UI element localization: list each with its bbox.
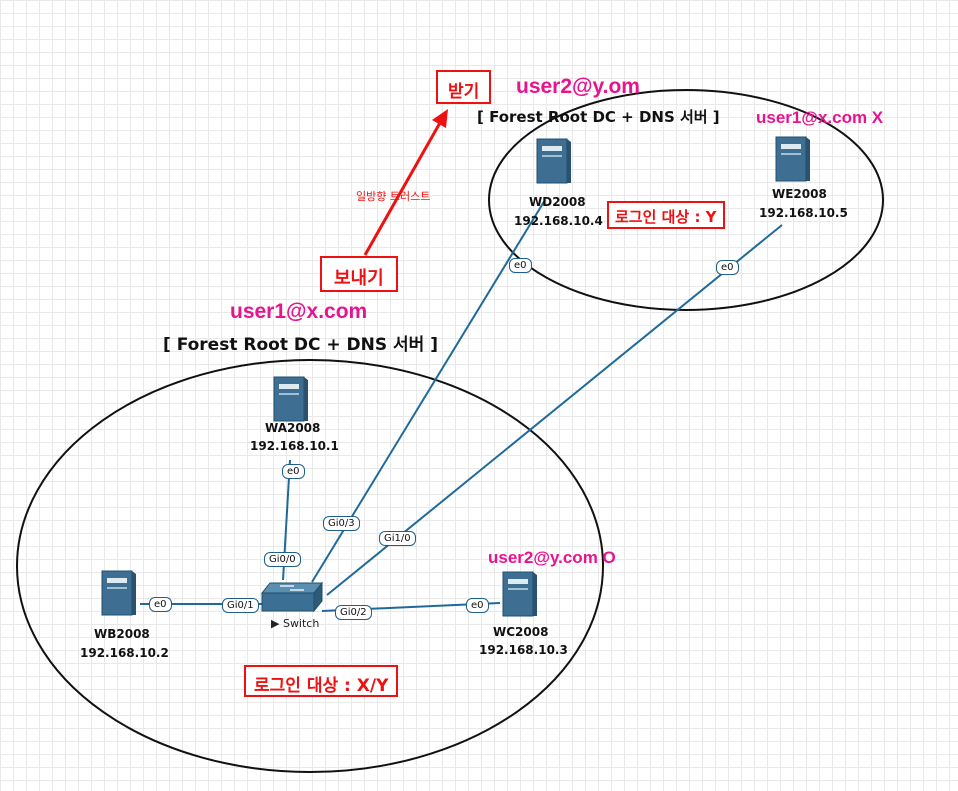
trust-arrow <box>363 109 448 256</box>
left-domain-title: [ Forest Root DC + DNS 서버 ] <box>163 335 438 355</box>
wa-name: WA2008 <box>265 421 321 435</box>
trust-send-label: 보내기 <box>320 256 398 292</box>
switch-icon <box>260 581 324 613</box>
trust-direction-label: 일방향 트러스트 <box>356 190 431 203</box>
server-icon <box>273 376 308 422</box>
trust-receive-label: 받기 <box>436 70 492 104</box>
server-icon <box>101 570 136 616</box>
wa-ip: 192.168.10.1 <box>250 439 339 453</box>
port-sw-gi03: Gi0/3 <box>323 516 360 531</box>
left-login-target: 로그인 대상 : X/Y <box>244 665 399 697</box>
wd-name: WD2008 <box>529 195 586 209</box>
wd-ip: 192.168.10.4 <box>514 214 603 228</box>
server-icon <box>502 571 537 617</box>
port-wc-e0: e0 <box>466 598 489 613</box>
right-domain-user: user2@y.om <box>516 75 640 98</box>
port-sw-gi10: Gi1/0 <box>379 531 416 546</box>
left-domain-ellipse <box>16 359 604 773</box>
switch-name: ▶ Switch <box>271 617 320 630</box>
wb-name: WB2008 <box>94 627 150 641</box>
we-ip: 192.168.10.5 <box>759 206 848 220</box>
left-domain-user: user1@x.com <box>230 300 368 323</box>
wb-ip: 192.168.10.2 <box>80 646 169 660</box>
wc-ip: 192.168.10.3 <box>479 643 568 657</box>
port-wb-e0: e0 <box>149 597 172 612</box>
port-wd-e0: e0 <box>509 258 532 273</box>
port-sw-gi01: Gi0/1 <box>222 598 259 613</box>
we-user1-note: user1@x.com X <box>756 108 884 127</box>
right-domain-ellipse <box>488 89 884 311</box>
we-name: WE2008 <box>772 187 827 201</box>
wc-user2-note: user2@y.com O <box>488 548 616 567</box>
right-login-target: 로그인 대상 : Y <box>607 201 725 229</box>
port-we-e0: e0 <box>716 260 739 275</box>
port-sw-gi00: Gi0/0 <box>264 552 301 567</box>
port-sw-gi02: Gi0/2 <box>335 605 372 620</box>
port-wa-e0: e0 <box>282 464 305 479</box>
wc-name: WC2008 <box>493 625 549 639</box>
server-icon <box>775 136 810 182</box>
right-domain-title: [ Forest Root DC + DNS 서버 ] <box>477 108 720 126</box>
server-icon <box>536 138 571 184</box>
